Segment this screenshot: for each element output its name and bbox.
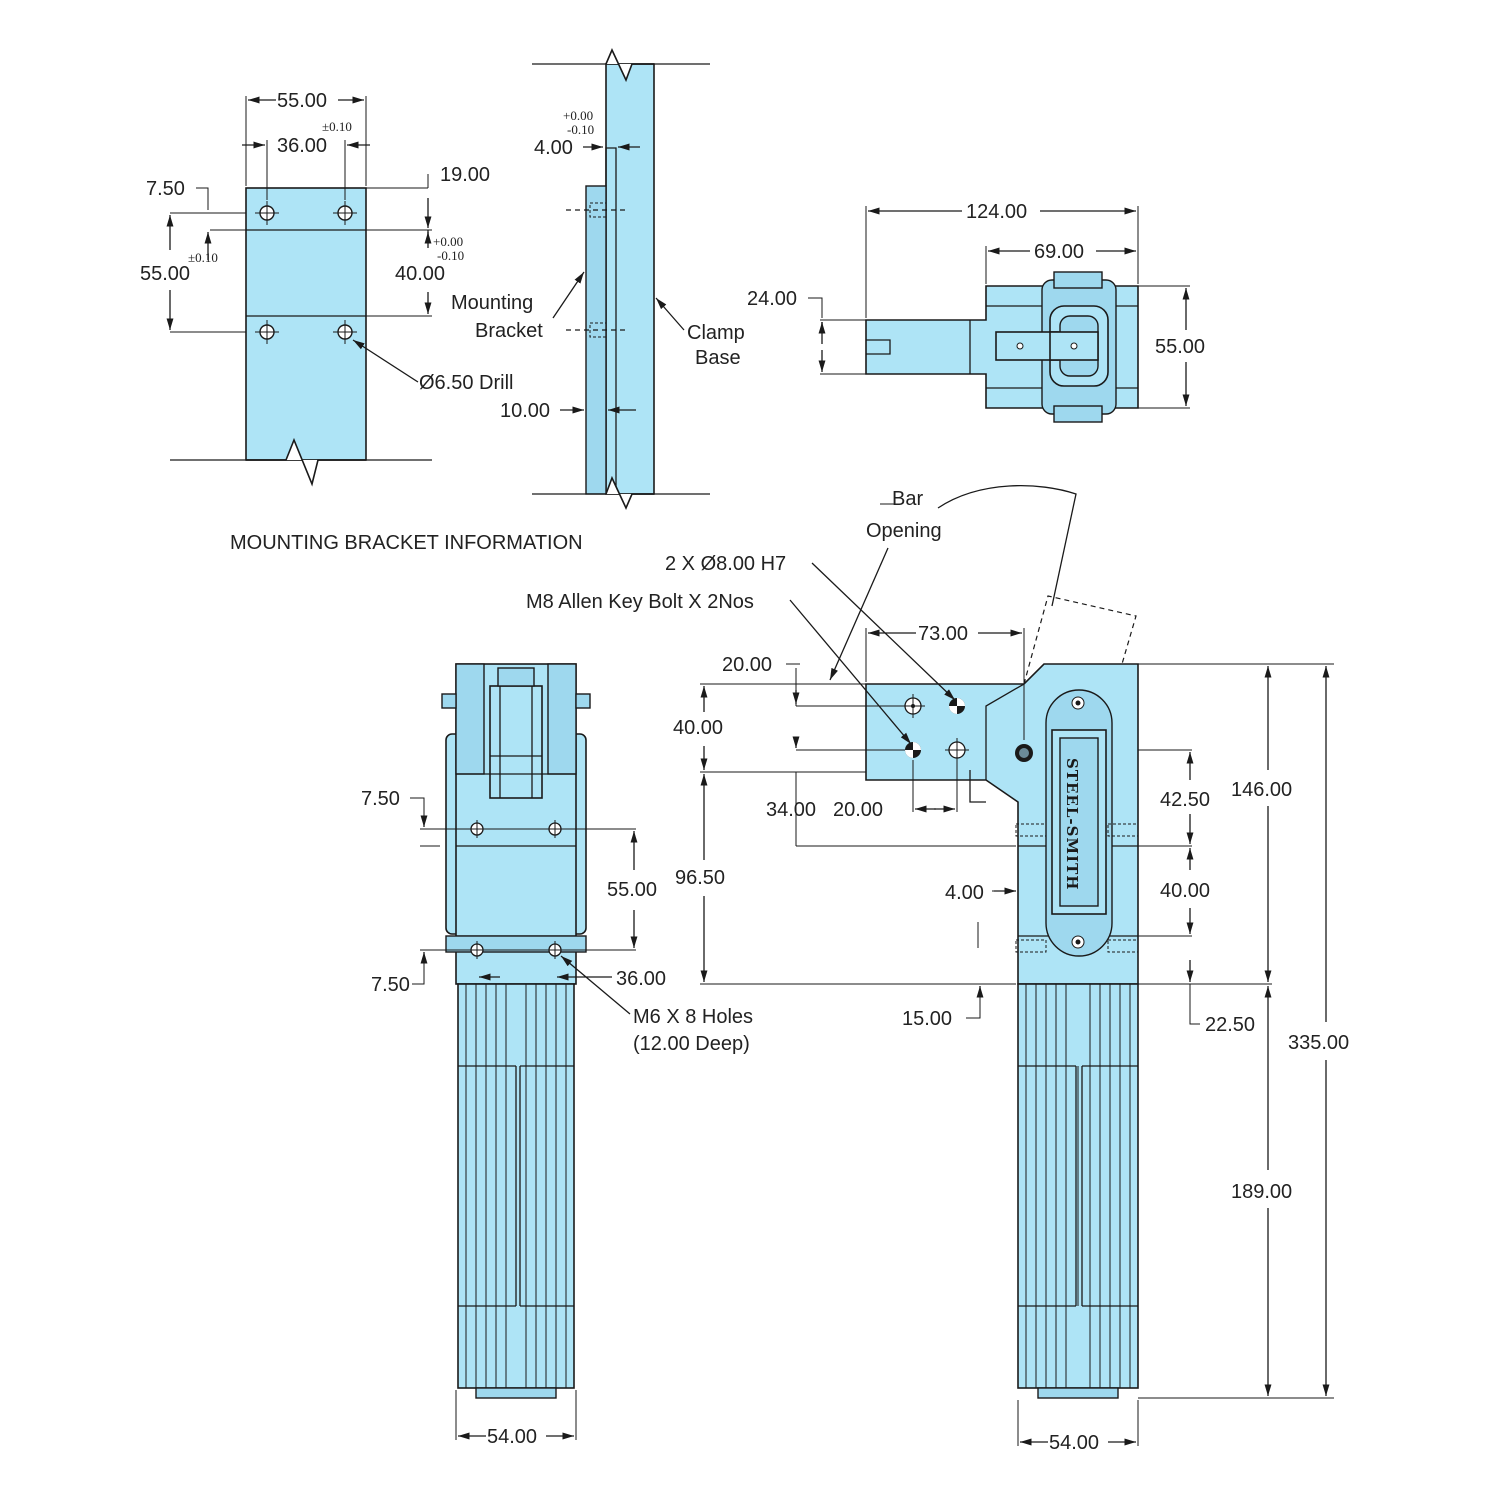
side-cylinder-ribs bbox=[1018, 984, 1138, 1388]
side-tol-minus: -0.10 bbox=[567, 122, 594, 137]
top-arm-label: 24.00 bbox=[747, 288, 797, 310]
bar-opening-label-1: Bar bbox=[892, 488, 923, 510]
lower-label: 96.50 bbox=[675, 867, 725, 889]
side-tol-plus: +0.00 bbox=[563, 108, 593, 123]
bar-opening-label-2: Opening bbox=[866, 520, 942, 542]
brand-label: STEEL-SMITH bbox=[1063, 758, 1081, 890]
mounting-bracket-label-1: Mounting bbox=[451, 292, 533, 314]
front-holes-label-1: M6 X 8 Holes bbox=[633, 1006, 753, 1028]
upper-label: 146.00 bbox=[1231, 779, 1292, 801]
front-view bbox=[410, 663, 638, 1440]
bolt-label: M8 Allen Key Bolt X 2Nos bbox=[526, 591, 754, 613]
top-width-label: 55.00 bbox=[1155, 336, 1205, 358]
front-spacing-label: 55.00 bbox=[607, 879, 657, 901]
total-label: 335.00 bbox=[1288, 1032, 1349, 1054]
bracket-front-view bbox=[166, 96, 432, 487]
bracket-hole-tol-label: ±0.10 bbox=[322, 119, 352, 134]
hole-x1-label: 34.00 bbox=[766, 799, 816, 821]
bracket-width-label: 55.00 bbox=[277, 90, 327, 112]
base-label: 15.00 bbox=[902, 1008, 952, 1030]
drawing-title: MOUNTING BRACKET INFORMATION bbox=[230, 532, 583, 554]
top-overall-label: 124.00 bbox=[966, 201, 1027, 223]
bracket-hole-label: Ø6.50 Drill bbox=[419, 372, 513, 394]
mounting-bracket-label-2: Bracket bbox=[475, 320, 543, 342]
side-thickness-label: 4.00 bbox=[534, 137, 573, 159]
front-width-label: 54.00 bbox=[487, 1426, 537, 1448]
bracket-height-label: 55.00 bbox=[140, 263, 190, 285]
clamp-base-label-1: Clamp bbox=[687, 322, 745, 344]
bracket-height-tol-label: ±0.10 bbox=[188, 250, 218, 265]
top-hole-label: 42.50 bbox=[1160, 789, 1210, 811]
dowel-label: 2 X Ø8.00 H7 bbox=[665, 553, 786, 575]
main-side-view: STEEL-SMITH bbox=[700, 485, 1334, 1446]
hole-x2-label: 20.00 bbox=[833, 799, 883, 821]
cylinder-label: 189.00 bbox=[1231, 1181, 1292, 1203]
top-body-label: 69.00 bbox=[1034, 241, 1084, 263]
bracket-hole-spacing-label: 36.00 bbox=[277, 135, 327, 157]
arm-height-label: 40.00 bbox=[673, 717, 723, 739]
bracket-vertical-spacing-label: 40.00 bbox=[395, 263, 445, 285]
bracket-top-offset-label: 19.00 bbox=[440, 164, 490, 186]
top-view bbox=[808, 206, 1190, 423]
front-holes-label-2: (12.00 Deep) bbox=[633, 1033, 750, 1055]
side-width-label: 54.00 bbox=[1049, 1432, 1099, 1454]
mid-hole-label: 40.00 bbox=[1160, 880, 1210, 902]
front-offset-top-label: 7.50 bbox=[361, 788, 400, 810]
bracket-vertical-tol-minus: -0.10 bbox=[437, 248, 464, 263]
bracket-edge-offset-label: 7.50 bbox=[146, 178, 185, 200]
side-base-thickness-label: 10.00 bbox=[500, 400, 550, 422]
pivot-label: 73.00 bbox=[918, 623, 968, 645]
clamp-base-label-2: Base bbox=[695, 347, 741, 369]
bottom-label: 22.50 bbox=[1205, 1014, 1255, 1036]
bracket-vertical-tol-plus: +0.00 bbox=[433, 234, 463, 249]
front-hole-spacing-label: 36.00 bbox=[616, 968, 666, 990]
bracket-side-view bbox=[532, 48, 710, 510]
arm-offset-label: 20.00 bbox=[722, 654, 772, 676]
bracket-hole bbox=[255, 201, 357, 344]
front-offset-bottom-label: 7.50 bbox=[371, 974, 410, 996]
front-cylinder-ribs bbox=[458, 984, 574, 1388]
slot-label: 4.00 bbox=[945, 882, 984, 904]
